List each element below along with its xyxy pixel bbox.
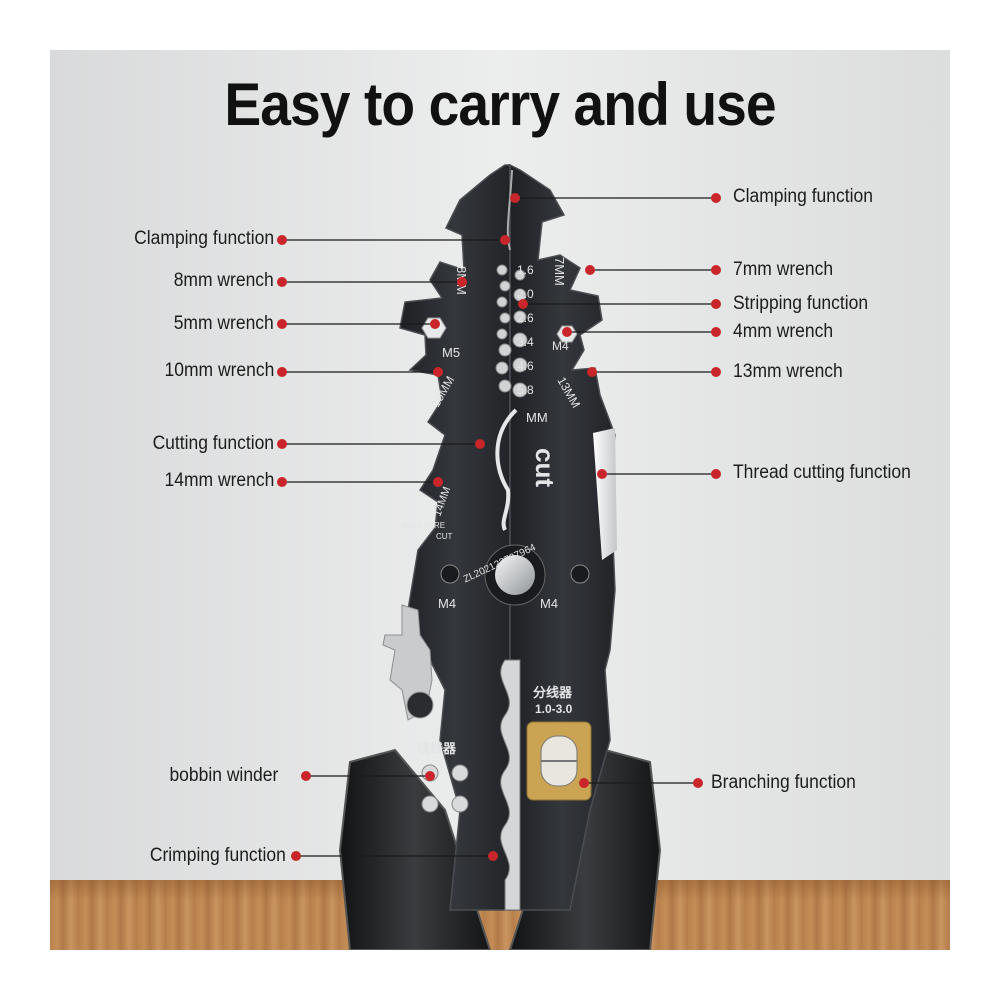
leader-8mm-target-dot <box>457 277 467 287</box>
leader-4mm-target-dot <box>562 327 572 337</box>
leader-13mm-target-dot <box>587 367 597 377</box>
leader-4mm-label-dot <box>711 327 721 337</box>
thread-cutting-blade <box>593 428 617 560</box>
label-13mm-wrench: 13mm wrench <box>733 361 843 382</box>
leader-clamping-left-target-dot <box>500 235 510 245</box>
m4-hole-right <box>570 564 590 584</box>
leader-lines <box>282 197 716 857</box>
m4-hole-left <box>440 564 460 584</box>
gauge-3: 2.6 <box>517 311 534 325</box>
label-stripping: Stripping function <box>733 293 869 314</box>
leader-bobbin-target-dot <box>425 771 435 781</box>
leader-stripping-label-dot <box>711 299 721 309</box>
gauge-1: 1.6 <box>517 263 534 277</box>
mark-m4-right: M4 <box>540 596 558 611</box>
label-branching: Branching function <box>711 772 856 793</box>
leader-8mm-label-dot <box>277 277 287 287</box>
product-image: 8MM 7MM M5 M4 10MM 13MM MM cut 14MM IRON… <box>50 50 950 950</box>
leader-stripping-target-dot <box>518 299 528 309</box>
mark-m4-hex: M4 <box>552 339 569 353</box>
leader-dots <box>277 193 721 861</box>
label-clamping-left: Clamping function <box>134 228 274 249</box>
crimp-groove <box>500 659 521 911</box>
mark-splitter-cn: 分线器 <box>533 685 573 700</box>
label-7mm-wrench: 7mm wrench <box>733 259 834 280</box>
stripping-holes <box>495 264 528 398</box>
leader-7mm-target-dot <box>585 265 595 275</box>
leader-branching-label-dot <box>693 778 703 788</box>
leader-crimping-label-dot <box>291 851 301 861</box>
leader-14mm-target-dot <box>433 477 443 487</box>
mark-7mm: 7MM <box>552 257 567 286</box>
cutting-edge <box>495 408 518 531</box>
leader-clamping-right-target-dot <box>510 193 520 203</box>
gauge-6: 5.8 <box>517 383 534 397</box>
leader-clamping-right-label-dot <box>711 193 721 203</box>
label-cutting: Cutting function <box>152 433 274 454</box>
leader-13mm-label-dot <box>711 367 721 377</box>
leader-10mm-label-dot <box>277 367 287 377</box>
leader-5mm-target-dot <box>430 319 440 329</box>
gauge-5: 4.6 <box>517 359 534 373</box>
leader-bobbin-label-dot <box>301 771 311 781</box>
label-bobbin-winder: bobbin winder <box>169 765 278 786</box>
label-4mm-wrench: 4mm wrench <box>733 321 834 342</box>
label-crimping: Crimping function <box>149 845 286 866</box>
label-5mm-wrench: 5mm wrench <box>173 313 274 334</box>
label-8mm-wrench: 8mm wrench <box>173 270 274 291</box>
multi-tool-illustration: 8MM 7MM M5 M4 10MM 13MM MM cut 14MM IRON… <box>277 163 721 950</box>
mark-winder-cn: 绕线器 <box>417 741 457 756</box>
mark-cut-small: CUT <box>436 532 453 541</box>
label-clamping-right: Clamping function <box>733 186 873 207</box>
gauge-4: 3.4 <box>517 335 534 349</box>
page-title: Easy to carry and use <box>224 71 776 138</box>
leader-cutting-target-dot <box>475 439 485 449</box>
leader-5mm-label-dot <box>277 319 287 329</box>
leader-thread-cutting-target-dot <box>597 469 607 479</box>
mark-mm: MM <box>526 410 548 425</box>
leader-thread-cutting-label-dot <box>711 469 721 479</box>
gauge-2: 2.0 <box>517 287 534 301</box>
mark-iron-wire: IRON WIRE <box>402 521 445 530</box>
leader-clamping-left-label-dot <box>277 235 287 245</box>
leader-10mm-target-dot <box>433 367 443 377</box>
mark-m5: M5 <box>442 345 460 360</box>
mark-cut: cut <box>530 448 560 487</box>
label-14mm-wrench: 14mm wrench <box>164 470 274 491</box>
leader-7mm-label-dot <box>711 265 721 275</box>
mark-splitter-range: 1.0-3.0 <box>535 702 573 716</box>
label-10mm-wrench: 10mm wrench <box>164 360 274 381</box>
leader-branching-target-dot <box>579 778 589 788</box>
leader-cutting-label-dot <box>277 439 287 449</box>
leader-crimping-target-dot <box>488 851 498 861</box>
tool-head-left <box>399 164 511 911</box>
mark-m4-left: M4 <box>438 596 456 611</box>
label-thread-cutting: Thread cutting function <box>733 462 911 483</box>
spring-lever <box>382 604 433 721</box>
leader-14mm-label-dot <box>277 477 287 487</box>
